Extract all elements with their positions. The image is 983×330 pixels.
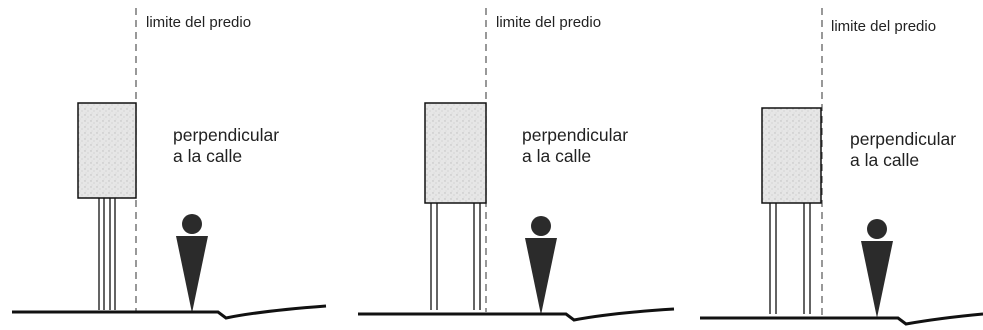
pedestrian-body — [525, 238, 557, 315]
sign — [761, 107, 822, 314]
pedestrian-figure — [176, 214, 208, 313]
pedestrian-figure — [525, 216, 557, 315]
caption-line-2: a la calle — [522, 146, 591, 166]
pedestrian-body — [861, 241, 893, 318]
pedestrian-head — [182, 214, 202, 234]
pedestrian-figure — [861, 219, 893, 318]
pedestrian-head — [531, 216, 551, 236]
caption-line-1: perpendicular — [850, 129, 956, 149]
caption-line-1: perpendicular — [173, 125, 279, 145]
sign — [424, 102, 487, 310]
panel-3: limite del predio perpendicular a la cal… — [700, 8, 983, 326]
property-limit-label: limite del predio — [146, 14, 251, 31]
panel-2: limite del predio perpendicular a la cal… — [358, 8, 675, 322]
sign-panel — [761, 107, 822, 204]
property-limit-label: limite del predio — [831, 18, 936, 35]
caption-line-2: a la calle — [173, 146, 242, 166]
sign — [77, 102, 137, 310]
pedestrian-head — [867, 219, 887, 239]
ground-line — [12, 304, 327, 320]
sign-panel — [77, 102, 137, 199]
caption-line-2: a la calle — [850, 150, 919, 170]
caption-line-1: perpendicular — [522, 125, 628, 145]
panel-1: limite del predio perpendicular a la cal… — [12, 8, 327, 320]
sign-panel — [424, 102, 487, 204]
ground-line — [358, 307, 675, 322]
ground-line — [700, 312, 983, 326]
pedestrian-body — [176, 236, 208, 313]
property-limit-label: limite del predio — [496, 14, 601, 31]
